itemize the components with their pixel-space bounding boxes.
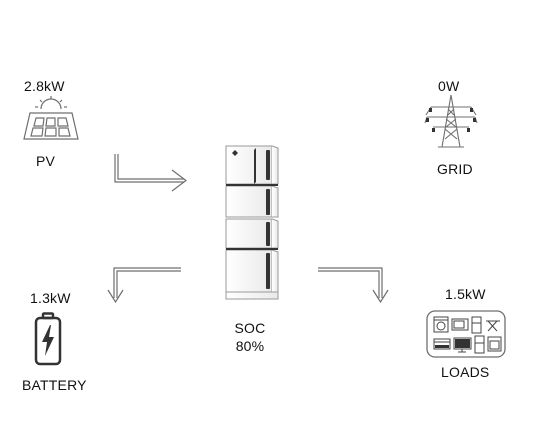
grid-label: GRID bbox=[437, 161, 473, 177]
battery-inverter-unit-icon bbox=[222, 144, 282, 302]
loads-label: LOADS bbox=[441, 364, 490, 380]
battery-charging-icon bbox=[33, 312, 63, 366]
power-tower-icon bbox=[423, 93, 479, 149]
arrow-right-icon bbox=[112, 152, 192, 194]
soc-value: 80% bbox=[235, 338, 265, 354]
arrow-down-icon bbox=[316, 266, 396, 306]
loads-power: 1.5kW bbox=[445, 286, 486, 302]
pv-power: 2.8kW bbox=[24, 78, 65, 94]
solar-panel-icon bbox=[22, 95, 80, 143]
grid-power: 0W bbox=[438, 78, 460, 94]
soc-label: SOC bbox=[234, 320, 266, 336]
pv-label: PV bbox=[36, 153, 56, 169]
battery-power: 1.3kW bbox=[30, 290, 71, 306]
battery-label: BATTERY bbox=[22, 377, 87, 393]
household-appliances-icon bbox=[425, 309, 507, 359]
arrow-down-icon bbox=[104, 266, 184, 306]
